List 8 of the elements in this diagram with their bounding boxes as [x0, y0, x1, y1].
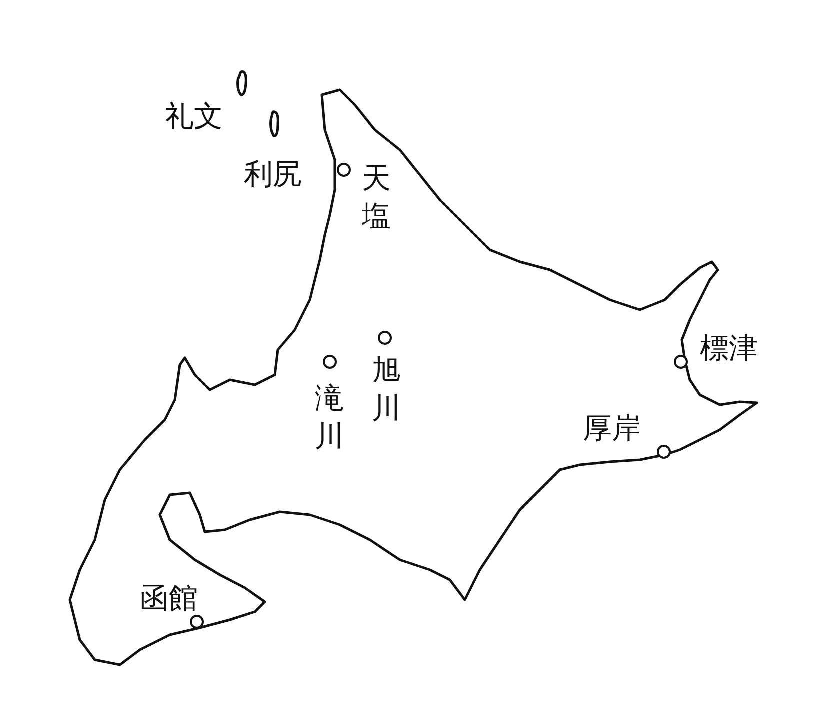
place-name: 滝川 — [315, 380, 345, 455]
place-name: 函館 — [140, 584, 198, 613]
place-name: 天塩 — [362, 160, 392, 235]
place-name: 利尻 — [244, 160, 302, 189]
place-name: 厚岸 — [583, 414, 641, 443]
place-name: 標津 — [700, 334, 758, 363]
place-name: 礼文 — [165, 102, 223, 131]
place-name: 旭川 — [372, 352, 402, 427]
